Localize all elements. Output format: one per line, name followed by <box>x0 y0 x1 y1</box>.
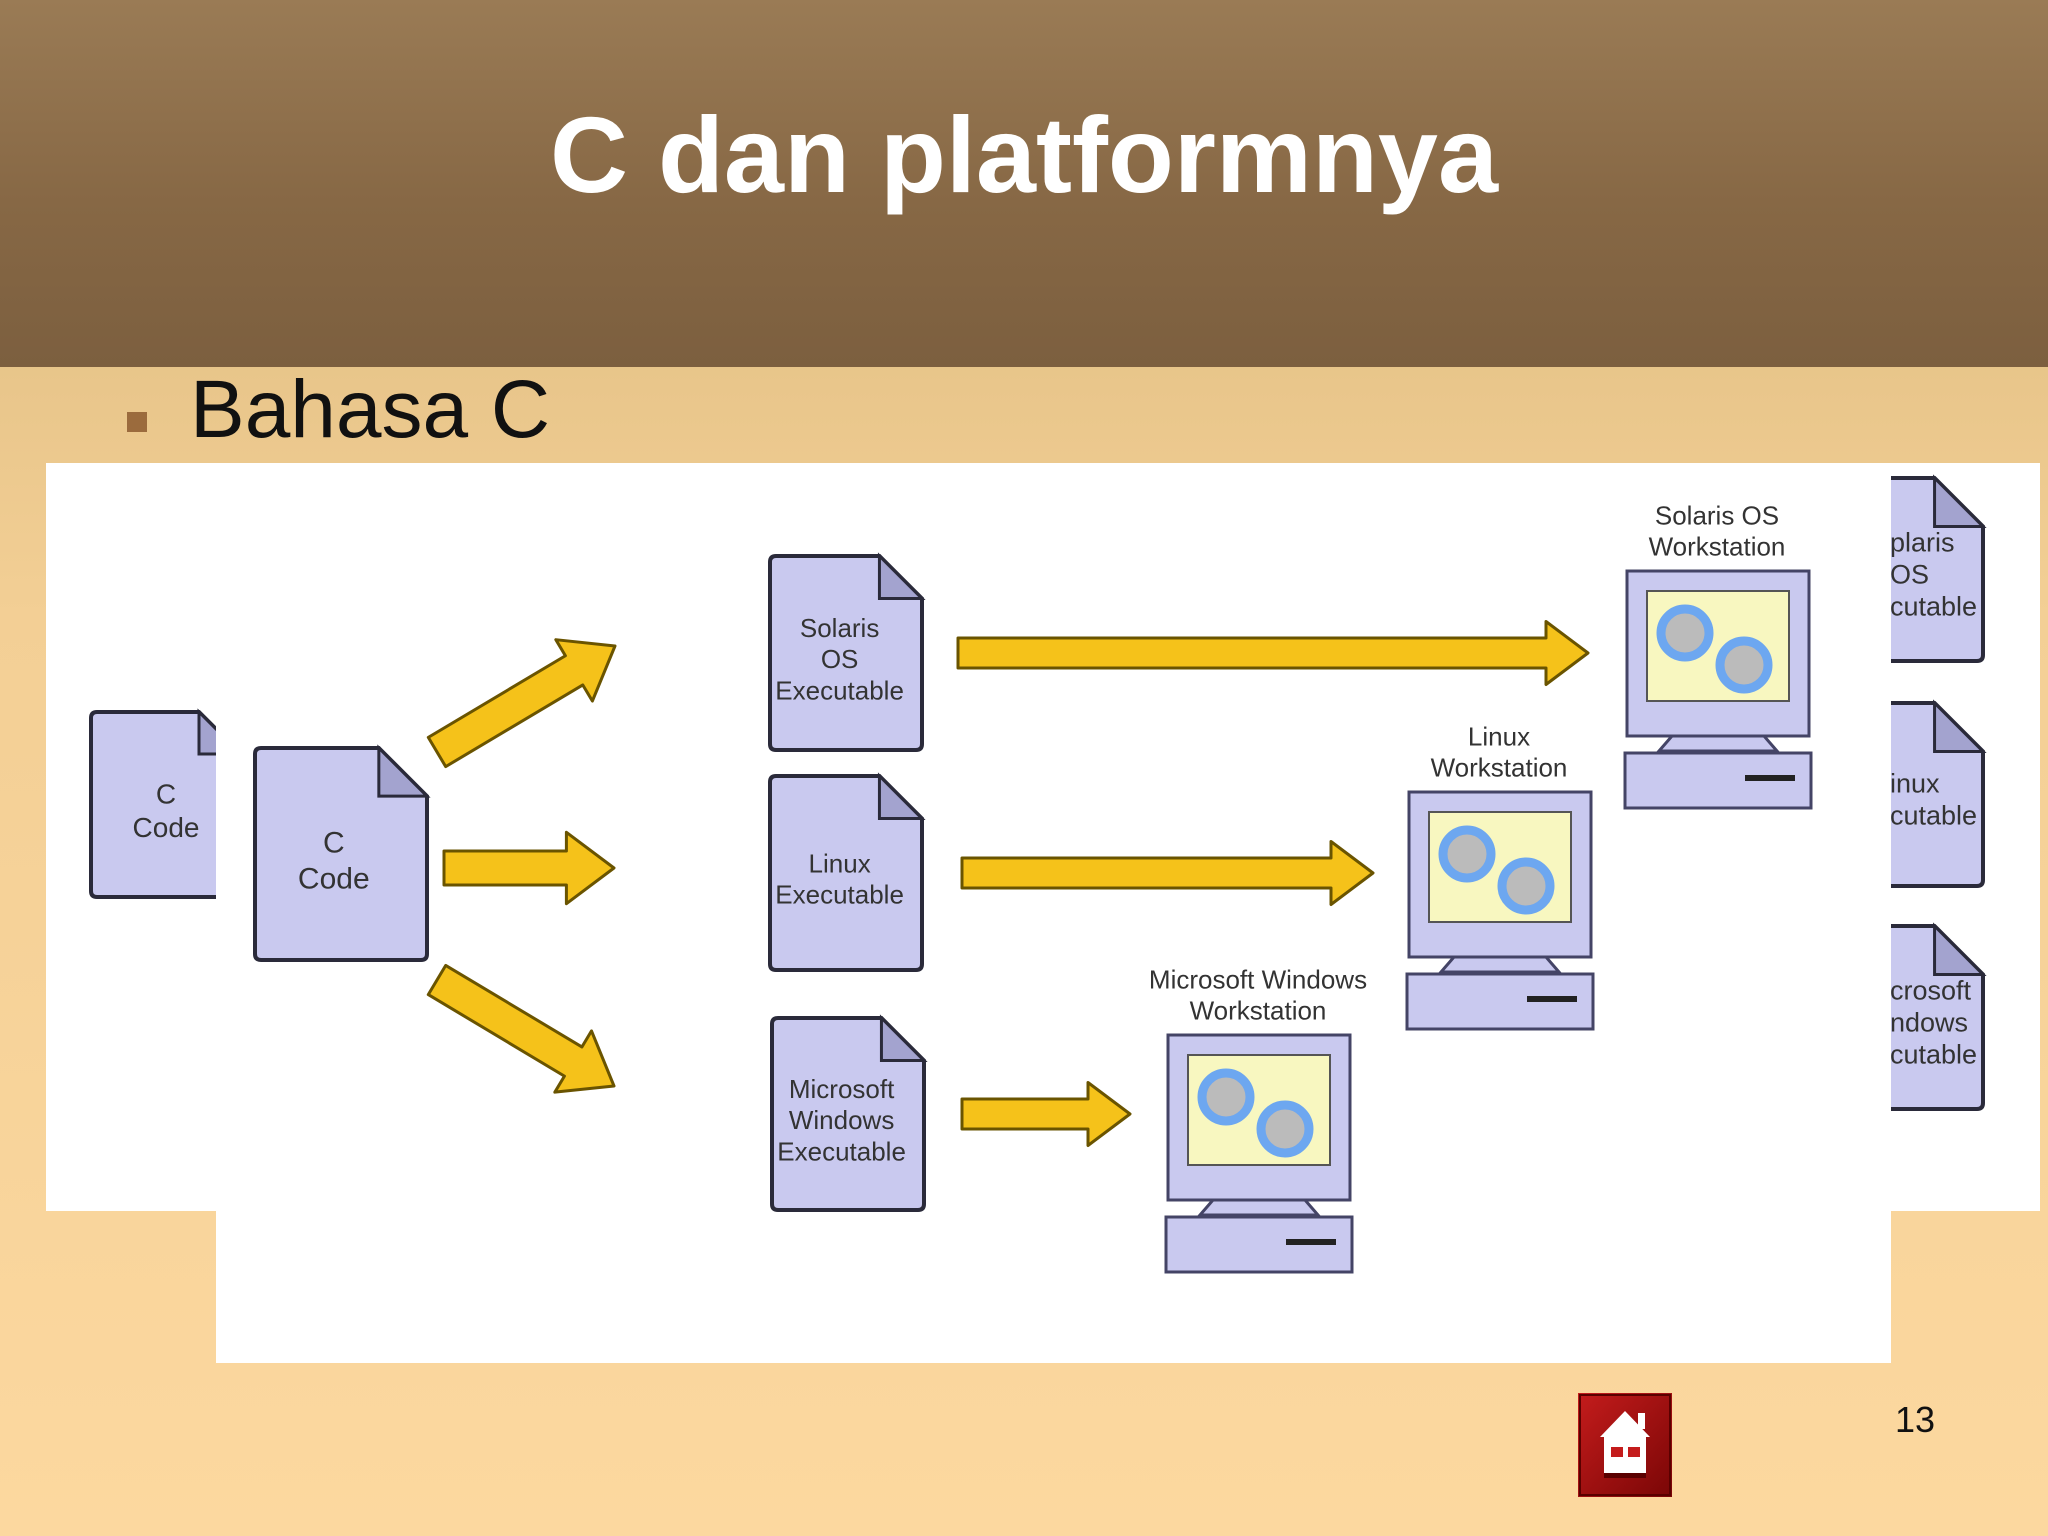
home-icon <box>1578 1393 1672 1497</box>
bullet-marker <box>127 412 147 432</box>
slide-title: C dan platformnya <box>549 94 1499 215</box>
slide-header: C dan platformnya <box>0 0 2048 367</box>
diagram-front-panel <box>216 476 1891 1363</box>
bullet-text: Bahasa C <box>190 364 551 455</box>
home-button[interactable] <box>1578 1393 1672 1497</box>
page-number: 13 <box>1895 1399 1936 1440</box>
